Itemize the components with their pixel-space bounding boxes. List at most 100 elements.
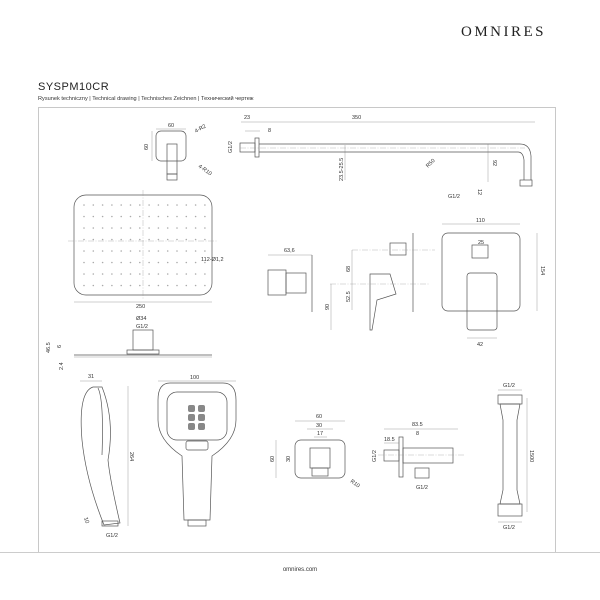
nozzle-dot bbox=[204, 215, 206, 218]
dim-label: 154 bbox=[539, 266, 545, 275]
nozzle-dot bbox=[166, 238, 169, 241]
nozzle-dot bbox=[120, 215, 122, 218]
dim-label: 60 bbox=[168, 123, 174, 129]
nozzle-pad bbox=[198, 423, 205, 430]
nozzle-dot bbox=[185, 238, 188, 241]
nozzle-dot bbox=[83, 238, 85, 241]
nozzle-dot bbox=[204, 284, 206, 287]
wall-bracket-view: 60 60 4-R2 4-R10 bbox=[144, 123, 213, 181]
nozzle-dot bbox=[185, 284, 188, 287]
dim-label: 30 bbox=[316, 423, 322, 429]
nozzle-pad bbox=[198, 414, 205, 421]
nozzle-dot bbox=[176, 227, 178, 229]
nozzle-dot bbox=[176, 215, 178, 218]
nozzle-dot bbox=[92, 250, 95, 252]
nozzle-dot bbox=[92, 238, 95, 241]
nozzle-dot bbox=[101, 204, 104, 206]
brand-logo: OMNIRES bbox=[461, 24, 547, 40]
nozzle-dot bbox=[166, 284, 169, 287]
nozzle-pad bbox=[198, 405, 205, 412]
nozzle-dot bbox=[139, 204, 141, 206]
dim-label: 10 bbox=[82, 517, 90, 525]
nozzle-dot bbox=[185, 215, 188, 218]
dim-label: 100 bbox=[190, 375, 199, 381]
dim-label: 2.4 bbox=[59, 362, 65, 370]
dim-label: 60 bbox=[270, 456, 276, 462]
nozzle-dot bbox=[139, 261, 141, 264]
dim-label: G1/2 bbox=[503, 525, 515, 531]
nozzle-dot bbox=[148, 227, 150, 229]
nozzle-dot bbox=[139, 273, 141, 275]
nozzle-dot bbox=[101, 284, 104, 287]
dim-label: 8 bbox=[416, 431, 419, 437]
nozzle-dot bbox=[148, 273, 150, 275]
nozzle-dot bbox=[111, 215, 113, 218]
nozzle-dot bbox=[185, 273, 188, 275]
nozzle-dot bbox=[176, 238, 178, 241]
nozzle-dot bbox=[176, 284, 178, 287]
dim-label: R50 bbox=[425, 158, 436, 169]
nozzle-dot bbox=[148, 215, 150, 218]
nozzle-dot bbox=[101, 215, 104, 218]
nozzle-dot bbox=[83, 204, 85, 206]
nozzle-dot bbox=[176, 273, 178, 275]
nozzle-dot bbox=[129, 284, 132, 287]
nozzle-dot bbox=[92, 261, 95, 264]
nozzle-dot bbox=[157, 250, 160, 252]
nozzle-dot bbox=[120, 204, 122, 206]
nozzle-dot bbox=[148, 204, 150, 206]
dim-label: R10 bbox=[349, 479, 361, 490]
nozzle-dot bbox=[194, 284, 197, 287]
nozzle-dot bbox=[139, 215, 141, 218]
nozzle-dot bbox=[129, 227, 132, 229]
nozzle-dot bbox=[185, 204, 188, 206]
nozzle-dot bbox=[166, 261, 169, 264]
nozzle-dot bbox=[120, 284, 122, 287]
dim-label: 8 bbox=[268, 128, 271, 134]
dim-label: 1500 bbox=[528, 450, 534, 462]
nozzle-dot bbox=[204, 238, 206, 241]
nozzle-dot bbox=[92, 284, 95, 287]
dim-label: G1/2 bbox=[136, 324, 148, 330]
nozzle-dot bbox=[157, 215, 160, 218]
nozzle-dot bbox=[194, 238, 197, 241]
nozzle-dot bbox=[111, 284, 113, 287]
nozzle-dot bbox=[83, 261, 85, 264]
nozzle-dot bbox=[148, 261, 150, 264]
nozzle-dot bbox=[185, 250, 188, 252]
dim-label: 31 bbox=[88, 374, 94, 380]
hand-shower-views: 31 264 10 G1/2 100 bbox=[80, 374, 237, 539]
wall-outlet-views: 60 30 17 60 30 R10 83.5 8 18.5 G1/2 G1/2 bbox=[270, 414, 465, 491]
nozzle-dot bbox=[129, 204, 132, 206]
dim-label: 112-Ø1,2 bbox=[201, 257, 224, 263]
nozzle-dot bbox=[83, 284, 85, 287]
nozzle-dot bbox=[194, 273, 197, 275]
nozzle-dot bbox=[176, 250, 178, 252]
nozzle-dot bbox=[204, 273, 206, 275]
nozzle-dot bbox=[111, 250, 113, 252]
nozzle-dot bbox=[157, 204, 160, 206]
rain-shower-head-view: 112-Ø1,2 250 Ø34 G1/2 46.5 6 2.4 bbox=[46, 190, 224, 370]
nozzle-dot bbox=[194, 261, 197, 264]
nozzle-dot bbox=[83, 250, 85, 252]
nozzle-dot bbox=[101, 227, 104, 229]
nozzle-dot bbox=[157, 261, 160, 264]
nozzle-dot bbox=[129, 273, 132, 275]
nozzle-dot bbox=[157, 238, 160, 241]
nozzle-dot bbox=[111, 227, 113, 229]
nozzle-dot bbox=[129, 250, 132, 252]
shower-arm-view: 23 350 8 G1/2 23.5-25.5 R50 92 12 G1/2 bbox=[228, 115, 535, 200]
nozzle-dot bbox=[129, 261, 132, 264]
nozzle-dot bbox=[120, 238, 122, 241]
dim-label: Ø34 bbox=[136, 316, 146, 322]
dim-label: 23 bbox=[244, 115, 250, 121]
nozzle-pad bbox=[188, 414, 195, 421]
nozzle-dot bbox=[176, 204, 178, 206]
dim-label: 90 bbox=[325, 304, 331, 310]
nozzle-dot bbox=[139, 250, 141, 252]
nozzle-dot bbox=[157, 284, 160, 287]
dim-label: 52.5 bbox=[346, 291, 352, 302]
dim-label: 18.5 bbox=[384, 437, 395, 443]
nozzle-dot bbox=[166, 204, 169, 206]
dim-label: 92 bbox=[491, 160, 497, 166]
